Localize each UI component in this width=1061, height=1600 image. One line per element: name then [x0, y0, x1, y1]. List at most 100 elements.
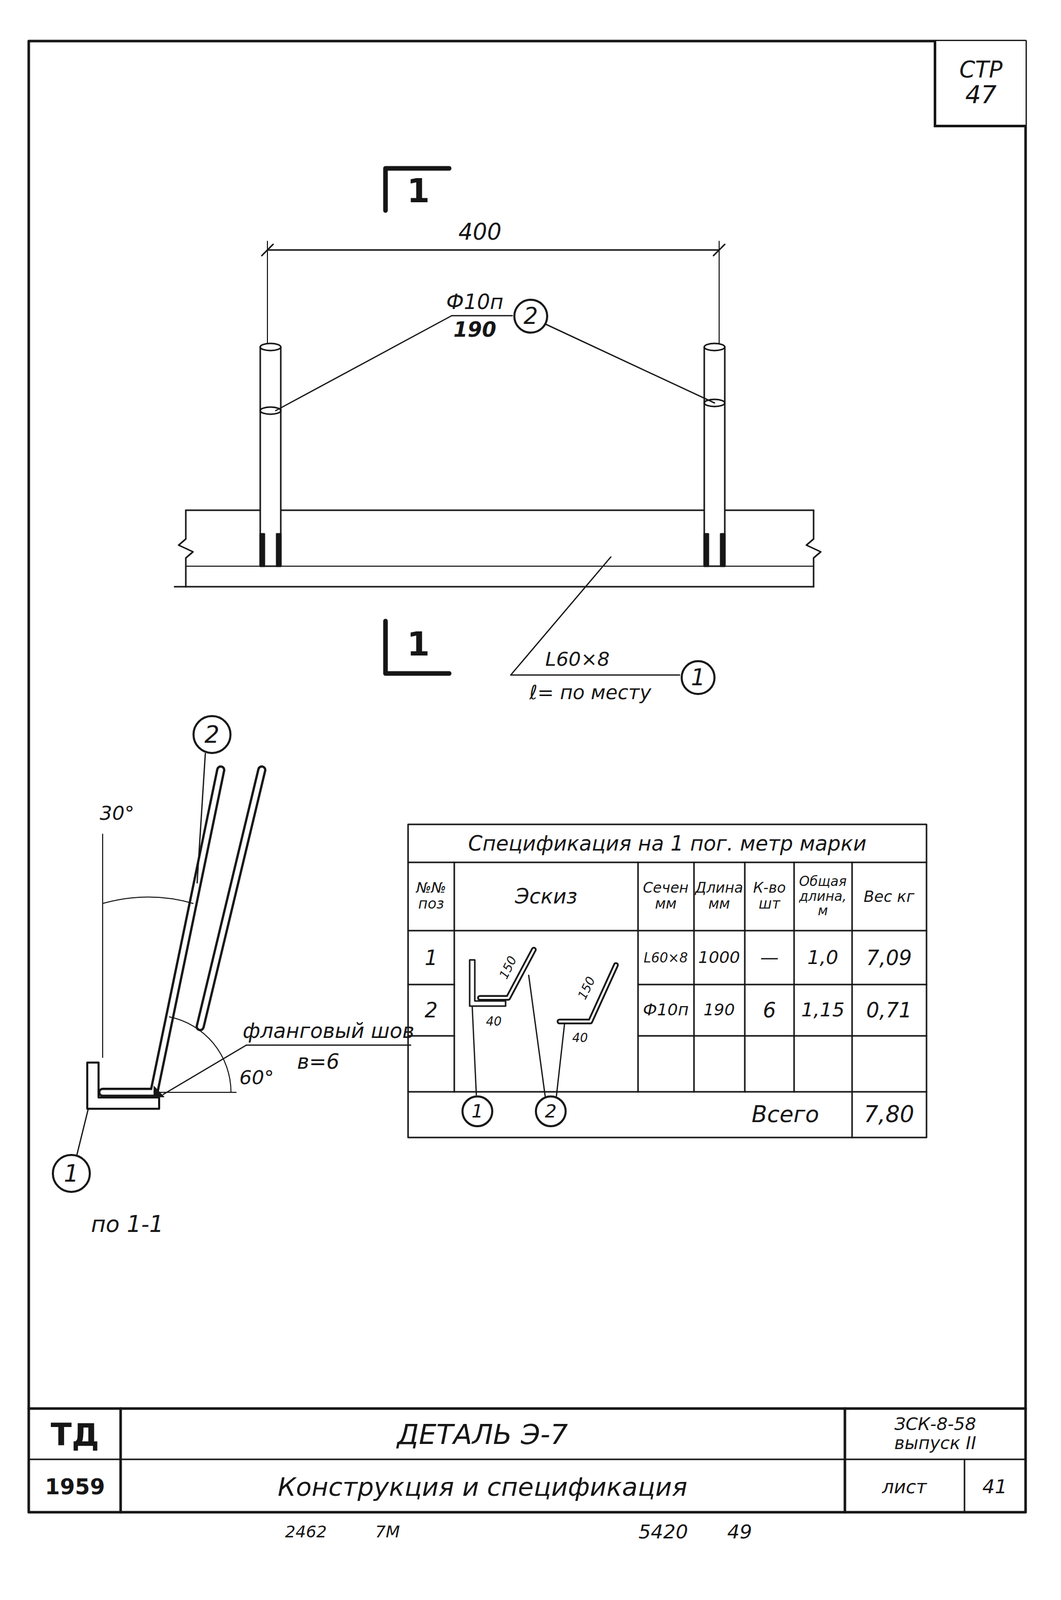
callout-number: 1 — [461, 1095, 494, 1128]
callout-text: 1 — [690, 665, 706, 690]
section-rod — [200, 769, 262, 1027]
table-cell: К-во шт — [746, 880, 793, 913]
section-number: 1 — [407, 172, 431, 209]
angle-bar — [178, 510, 194, 587]
callout-number: 2 — [513, 298, 549, 334]
angle-mark — [169, 1016, 231, 1093]
section-caption: по 1-1 — [90, 1211, 164, 1237]
table-cell: 0,71 — [865, 998, 912, 1022]
leader-line — [197, 753, 206, 883]
leader-line — [76, 1108, 89, 1155]
leader-line — [163, 1045, 247, 1095]
callout-text: 1 — [63, 1161, 79, 1186]
callout-text: 2 — [204, 722, 220, 747]
title-block-text: лист — [881, 1476, 927, 1498]
leader-line — [510, 674, 680, 677]
rod-bar — [260, 346, 281, 567]
spec-table — [793, 862, 796, 1092]
rod-bar — [276, 533, 281, 567]
weld-size: в=6 — [297, 1050, 340, 1073]
table-cell: Общая длина, м — [795, 874, 851, 919]
table-cell: 150 — [496, 954, 520, 982]
angle-bar — [806, 510, 821, 587]
spec-table — [693, 862, 696, 1092]
table-cell: — — [760, 947, 779, 969]
title-block — [28, 1407, 1026, 1411]
angle-mark — [102, 834, 237, 1093]
callout-number: 2 — [534, 1095, 567, 1128]
leader-line — [76, 753, 411, 1155]
section-mark — [385, 621, 450, 674]
length-note: ℓ= по месту — [529, 682, 651, 704]
spec-table — [408, 930, 927, 932]
table-cell: 7,09 — [865, 946, 912, 970]
table-cell: 150 — [575, 974, 598, 1002]
spec-table — [408, 824, 927, 1138]
table-cell: Ф10п — [642, 1000, 689, 1019]
sketch-figure — [528, 975, 546, 1096]
rod-bar — [260, 343, 281, 351]
sketch-figure — [479, 949, 534, 998]
sketch-figure — [556, 1023, 565, 1096]
leader-line — [546, 324, 715, 403]
leader-line — [246, 1044, 411, 1047]
dimension-line — [267, 249, 720, 252]
rod-bar — [720, 533, 725, 567]
spec-table — [638, 1035, 927, 1037]
spec-table — [744, 862, 746, 1092]
spec-table — [638, 984, 927, 986]
rod-size: Ф10п — [446, 290, 504, 314]
title-block-text: Конструкция и спецификация — [277, 1473, 688, 1502]
callout-number: 1 — [680, 660, 716, 696]
sheet-frame — [28, 41, 1026, 1513]
title-block-text: ЗСК-8-58 выпуск II — [871, 1414, 1000, 1454]
table-cell: 40 — [572, 1031, 589, 1045]
title-block-text: ТД — [50, 1417, 100, 1452]
table-cell: 6 — [762, 998, 776, 1022]
table-cell: 1 — [424, 946, 438, 970]
title-block-text: 49 — [727, 1521, 752, 1543]
table-cell: L60×8 — [643, 950, 688, 966]
table-cell: 7,80 — [863, 1102, 915, 1127]
callout-text: 2 — [523, 304, 538, 329]
title-block-text: 1959 — [45, 1475, 106, 1499]
sketch-figure — [472, 1007, 477, 1095]
dimension-text: 400 — [458, 219, 502, 245]
dimension-line — [266, 241, 268, 345]
spec-table — [453, 862, 456, 1092]
spec-table — [408, 1035, 455, 1037]
rod-length: 190 — [453, 318, 497, 341]
rod-bar — [260, 343, 725, 567]
title-block — [119, 1408, 123, 1513]
spec-table — [408, 861, 927, 864]
table-cell: Всего — [751, 1102, 819, 1127]
angle-mark — [102, 897, 194, 904]
section-mark — [385, 168, 450, 674]
leader-line — [275, 315, 452, 411]
title-block-text: 2462 — [284, 1522, 327, 1541]
sketch-figure — [479, 949, 534, 998]
table-cell: 40 — [486, 1014, 503, 1029]
weld-note: фланговый шов — [242, 1019, 415, 1043]
leader-line — [451, 315, 513, 317]
spec-table — [408, 1091, 927, 1093]
rod-bar — [260, 533, 265, 567]
angle-bar — [174, 586, 814, 588]
angle-size: L60×8 — [545, 648, 610, 671]
sheet-number: 47 — [965, 81, 997, 108]
title-block-text: 41 — [982, 1476, 1008, 1498]
title-block — [28, 1408, 1026, 1513]
callout-number: 2 — [192, 715, 232, 755]
table-cell: Длина мм — [695, 880, 744, 913]
leader-line — [275, 315, 715, 675]
table-cell: Вес кг — [858, 888, 920, 905]
section-rod — [200, 769, 262, 1027]
rod-bar — [260, 407, 281, 415]
section-angle — [87, 1062, 160, 1109]
title-block-text: 5420 — [638, 1521, 689, 1543]
rod-bar — [704, 533, 709, 567]
table-cell: 1,15 — [801, 999, 845, 1021]
angle-mark — [102, 834, 104, 1058]
table-cell: 1,0 — [807, 947, 839, 969]
